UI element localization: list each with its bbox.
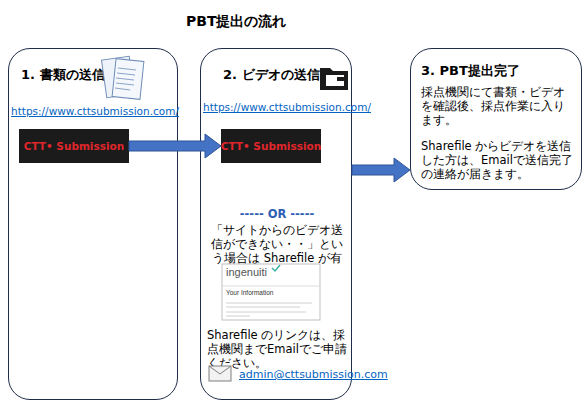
or-separator: ----- OR ----- — [201, 207, 353, 222]
url-link: https://www.cttsubmission.com/ — [203, 101, 353, 115]
brand-text: ingenuiti — [226, 266, 267, 278]
flow-arrow — [352, 158, 410, 182]
document-icon — [101, 56, 143, 99]
step-heading: 2. ビデオの送信 — [223, 67, 323, 84]
logo-banner: CTT• Submission — [19, 129, 129, 163]
logo-text: CTT• Submission — [24, 140, 125, 152]
sharefile-screenshot — [222, 264, 320, 320]
step-box: 3. PBT提出完了採点機関にて書類・ビデオを確認後、採点作業に入ります。 Sha… — [410, 48, 582, 190]
body-text: Sharefile からビデオを送信した方は、Emailで送信完了の連絡が届きま… — [421, 139, 573, 181]
step-heading: 1. 書類の送信 — [21, 67, 141, 84]
envelope-icon — [209, 366, 231, 381]
note-text: Sharefile のリンクは、採点機関までEmailでご申請ください。 — [207, 328, 349, 370]
url-link: https://www.cttsubmission.com/ — [11, 105, 177, 119]
diagram-title: PBT提出の流れ — [186, 12, 286, 30]
email-link: admin@cttsubmission.com — [239, 368, 353, 382]
logo-text: CTT• Submission — [221, 140, 322, 152]
form-heading: Your Information — [226, 289, 273, 296]
body-text: 採点機関にて書類・ビデオを確認後、採点作業に入ります。 — [421, 85, 573, 127]
logo-banner: CTT• Submission — [221, 129, 321, 163]
flow-arrow — [129, 134, 221, 158]
step-heading: 3. PBT提出完了 — [421, 63, 571, 80]
folder-icon — [320, 68, 348, 90]
step-box: 1. 書類の送信 https://www.cttsubmission.com/CT… — [8, 48, 178, 400]
step-box: 2. ビデオの送信 https://www.cttsubmission.com/ -… — [200, 48, 352, 400]
